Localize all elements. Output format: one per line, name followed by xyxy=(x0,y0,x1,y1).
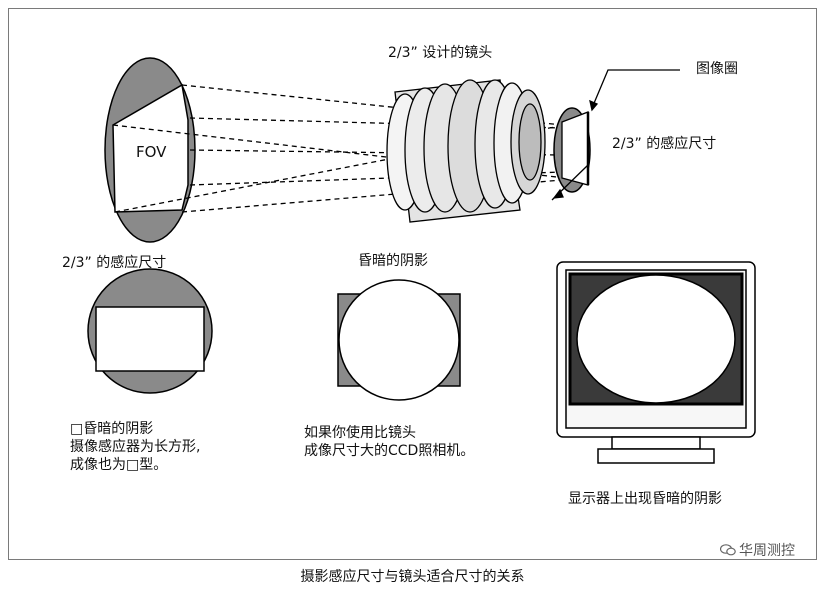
fov-ellipse xyxy=(104,57,196,243)
note1-line2: 摄像感应器为长方形, xyxy=(70,439,201,455)
note1-line3: 成像也为□型。 xyxy=(70,457,168,473)
sensor-circle-diagram xyxy=(87,268,213,394)
sensor-size-label-left: 2/3” 的感应尺寸 xyxy=(62,255,167,271)
wechat-icon xyxy=(720,544,736,556)
monitor-caption: 显示器上出现昏暗的阴影 xyxy=(568,491,722,507)
note1-line1: □昏暗的阴影 xyxy=(70,421,154,437)
vignette-title: 昏暗的阴影 xyxy=(358,253,428,269)
note2-line2: 成像尺寸大的CCD照相机。 xyxy=(304,443,475,459)
image-circle xyxy=(553,107,591,193)
lens-title: 2/3” 设计的镜头 xyxy=(388,45,493,61)
sensor-size-label-right: 2/3” 的感应尺寸 xyxy=(612,136,717,152)
monitor-diagram xyxy=(556,261,756,464)
image-circle-label: 图像圈 xyxy=(696,61,738,77)
image-circle-leader xyxy=(551,69,680,201)
fov-label: FOV xyxy=(136,143,167,161)
note2-line1: 如果你使用比镜头 xyxy=(304,425,416,441)
watermark: 华周测控 xyxy=(720,540,795,560)
vignette-diagram xyxy=(337,279,461,401)
watermark-text: 华周测控 xyxy=(739,543,795,559)
figure-caption: 摄影感应尺寸与镜头适合尺寸的关系 xyxy=(300,569,525,585)
lens-barrel xyxy=(386,79,546,223)
